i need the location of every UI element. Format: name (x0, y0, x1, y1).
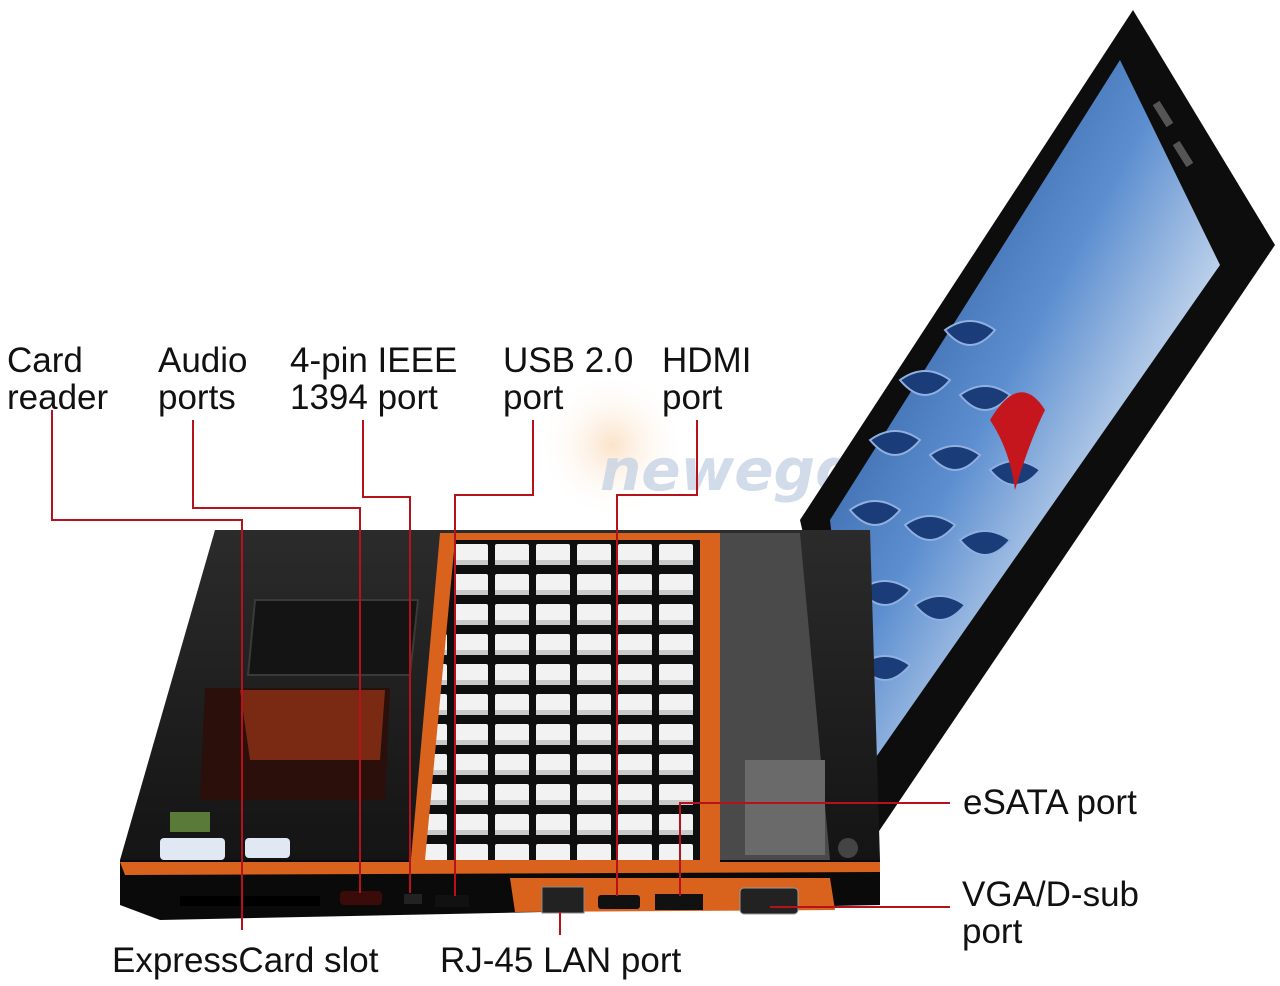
label-ieee1394: 4-pin IEEE 1394 port (290, 342, 457, 416)
label-audio-ports: Audio ports (158, 342, 248, 416)
label-esata-line1: eSATA port (963, 783, 1137, 822)
leader-esata (679, 802, 950, 896)
label-card-reader-line2: reader (7, 378, 109, 417)
esata-port (655, 894, 703, 910)
label-usb-line1: USB 2.0 (503, 341, 634, 380)
label-hdmi-line2: port (662, 378, 723, 417)
label-usb-line2: port (503, 378, 564, 417)
label-vga-line1: VGA/D-sub (962, 875, 1139, 914)
leader-ieee1394 (362, 420, 411, 893)
red-umbrella (990, 392, 1045, 490)
label-expresscard-line1: ExpressCard slot (112, 941, 379, 980)
leader-card-reader (51, 410, 243, 900)
label-vga-line2: port (962, 912, 1023, 951)
label-ieee1394-line2: 1394 port (290, 378, 438, 417)
ports (180, 886, 799, 915)
label-hdmi: HDMI port (662, 342, 751, 416)
hdmi-port (598, 895, 640, 909)
leader-audio-ports (192, 420, 361, 893)
leader-usb (454, 420, 534, 896)
label-rj45-line1: RJ-45 LAN port (440, 941, 682, 980)
label-vga: VGA/D-sub port (962, 876, 1139, 950)
svg-text:newegg: newegg (600, 436, 857, 504)
expresscard-slot-opening (180, 896, 320, 906)
laptop-lid (800, 10, 1275, 840)
label-rj45: RJ-45 LAN port (440, 942, 681, 979)
label-audio-ports-line1: Audio (158, 341, 248, 380)
label-usb: USB 2.0 port (503, 342, 633, 416)
rj45-port (541, 886, 585, 914)
usb-port (435, 895, 469, 907)
ieee1394-port (404, 894, 422, 904)
leader-lines (51, 410, 950, 935)
label-audio-ports-line2: ports (158, 378, 236, 417)
label-expresscard: ExpressCard slot (112, 942, 378, 979)
vga-port (739, 887, 799, 915)
label-ieee1394-line1: 4-pin IEEE (290, 341, 458, 380)
laptop-base (120, 530, 880, 920)
leader-hdmi (616, 420, 698, 896)
label-esata: eSATA port (963, 784, 1137, 821)
screen-wallpaper-scales (848, 320, 1042, 681)
label-card-reader: Card reader (7, 342, 108, 416)
label-hdmi-line1: HDMI (662, 341, 752, 380)
newegg-watermark: newegg (537, 370, 857, 520)
audio-port-group (340, 891, 382, 905)
label-card-reader-line1: Card (7, 341, 83, 380)
